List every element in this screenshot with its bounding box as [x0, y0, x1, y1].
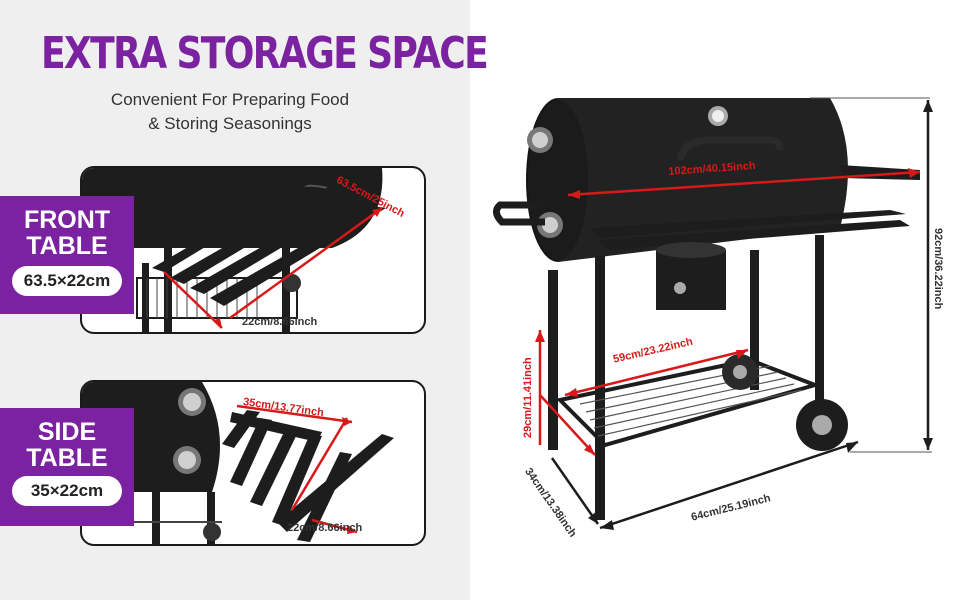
- side-table-inset: 35cm/13.77inch 22cm/8.66inch: [80, 380, 426, 546]
- front-width-arrow: [163, 271, 223, 329]
- side-table-label-tab: SIDE TABLE 35×22cm: [0, 408, 134, 526]
- front-table-inset: 63.5cm/25inch 22cm/8.66inch: [80, 166, 426, 334]
- side-table-title-line1: SIDE: [37, 418, 97, 446]
- shelf-height-label: 29cm/11.41inch: [522, 357, 534, 438]
- headline: EXTRA STORAGE SPACE: [40, 28, 489, 79]
- subheadline: Convenient For Preparing Food & Storing …: [0, 88, 460, 136]
- total-height-label: 92cm/36.22inch: [932, 228, 944, 310]
- grill-illustration: [493, 97, 933, 530]
- front-table-illustration: [82, 168, 386, 332]
- side-length-arrow: [236, 404, 353, 424]
- side-table-title-line2: TABLE: [26, 444, 108, 472]
- depth-arrow: [550, 457, 600, 525]
- side-width-label: 22cm/8.66inch: [287, 522, 363, 534]
- width-arrow: [599, 440, 859, 530]
- front-width-label: 22cm/8.66inch: [242, 316, 318, 328]
- shelf-length-arrow: [564, 348, 749, 397]
- subheadline-line-2: & Storing Seasonings: [148, 114, 312, 133]
- front-table-title-line1: FRONT: [23, 206, 111, 234]
- subheadline-line-1: Convenient For Preparing Food: [110, 90, 350, 109]
- total-length-arrow: [567, 170, 921, 197]
- front-length-arrow: [229, 206, 383, 320]
- front-table-size-pill: 63.5×22cm: [12, 266, 122, 296]
- front-table-label-tab: FRONT TABLE 63.5×22cm: [0, 196, 134, 314]
- side-table-size-pill: 35×22cm: [12, 476, 122, 506]
- front-table-title-line2: TABLE: [26, 232, 108, 260]
